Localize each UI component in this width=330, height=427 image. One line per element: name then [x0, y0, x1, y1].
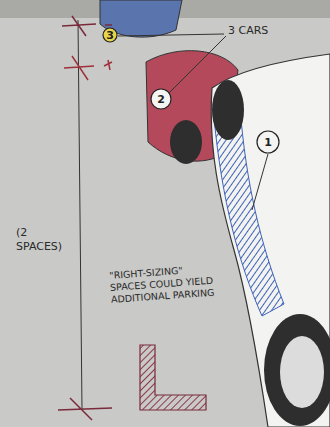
- car-wheel: [170, 120, 202, 164]
- car-wheel: [264, 314, 330, 426]
- callout-number: 3: [106, 29, 114, 42]
- circle-shape: [151, 89, 171, 109]
- space-mark: [58, 398, 112, 420]
- dimension-line: [78, 20, 82, 410]
- annotation-text: "RIGHT-SIZING" SPACES COULD YIELD ADDITI…: [109, 262, 223, 305]
- circle-shape: [257, 131, 279, 153]
- car-wheel: [212, 80, 244, 140]
- wheel-hub: [280, 336, 324, 408]
- leader-line: [118, 34, 226, 94]
- circle-shape: [103, 28, 117, 42]
- annotation-text: (2 SPACES): [16, 226, 70, 254]
- callout-circle: 3: [102, 27, 118, 43]
- callout-circle: 2: [150, 88, 172, 110]
- callout-number: 2: [157, 93, 165, 106]
- annotation-text: 3 CARS: [228, 24, 308, 38]
- leader-line: [252, 154, 268, 210]
- space-mark: [64, 56, 112, 80]
- curb-corner: [140, 345, 206, 410]
- callout-circle: 1: [256, 130, 280, 154]
- callout-number: 1: [264, 136, 272, 149]
